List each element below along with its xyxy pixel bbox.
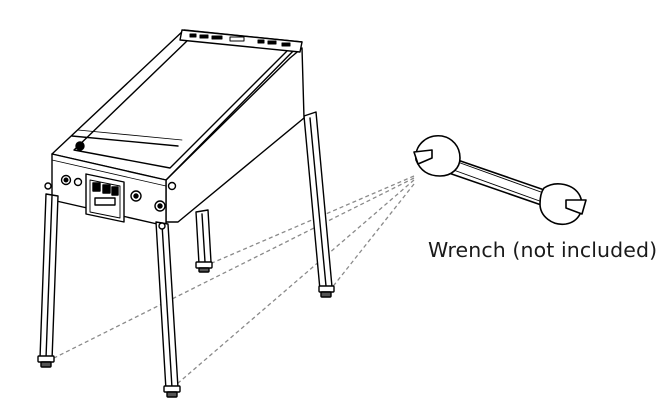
front-left-leg xyxy=(37,182,59,368)
playfield-plunger xyxy=(75,141,85,151)
front-right-leg xyxy=(155,221,181,398)
indicator-lines xyxy=(45,175,415,391)
back-right-leg xyxy=(303,111,335,298)
start-button xyxy=(73,177,83,187)
indicator-line-back-left xyxy=(204,175,415,267)
indicator-line-front-left xyxy=(45,177,415,363)
wrench-icon xyxy=(413,135,587,226)
pinball-cabinet xyxy=(37,29,335,398)
wrench-caption: Wrench (not included) xyxy=(428,238,658,262)
side-button xyxy=(167,181,177,191)
indicator-line-back-right xyxy=(326,183,415,295)
header-details xyxy=(189,33,291,47)
coin-door xyxy=(85,173,142,223)
indicator-line-front-right xyxy=(169,179,415,391)
back-left-leg xyxy=(195,209,213,273)
